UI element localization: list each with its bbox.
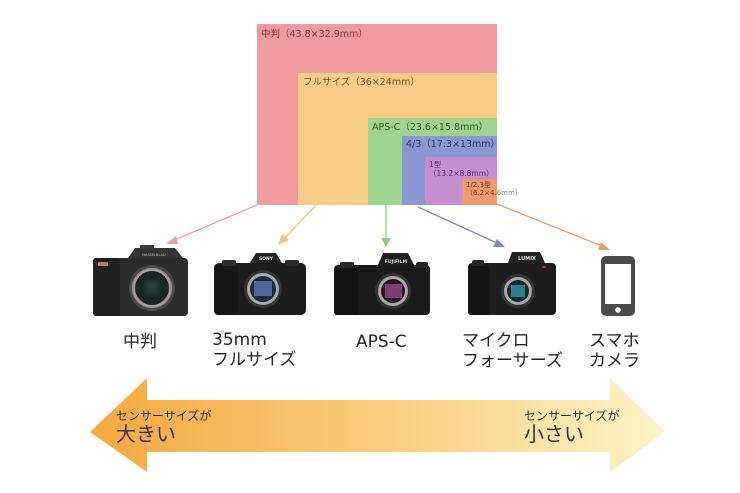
sensor-label-one-inch: 1型 （13.2×8.8mm）: [429, 160, 494, 178]
scale-label-large: センサーサイズが 大きい: [116, 409, 211, 445]
camera-label-apsc: APS-C: [356, 332, 407, 352]
pointer-arrow-smartphone: [496, 203, 610, 250]
brand-fujifilm: FUJIFILM: [385, 259, 408, 265]
sensor-label-one-inch-dims: （13.2×8.8mm）: [429, 169, 494, 178]
pointer-arrow-apsc: [381, 205, 391, 247]
svg-text:HASSELBLAD: HASSELBLAD: [142, 253, 165, 257]
pointer-arrow-four-thirds: [417, 206, 505, 247]
camera-label-full-frame-line1: 35mm: [212, 330, 267, 350]
apsc-camera-icon: FUJIFILM: [334, 253, 430, 315]
brand-lumix: LUMIX: [518, 256, 536, 262]
scale-label-large-caption: センサーサイズが: [116, 409, 212, 423]
scale-label-small: センサーサイズが 小さい: [524, 409, 619, 445]
sensor-label-1-2-3-inch: 1/2.3型 （6.2×4.6mm）: [466, 181, 522, 197]
camera-label-phone-line2: カメラ: [589, 351, 640, 371]
full-frame-camera-icon: SONY: [214, 253, 306, 315]
medium-format-camera-icon: HASSELBLAD: [93, 245, 188, 316]
brand-sony: SONY: [259, 256, 274, 262]
pointer-arrow-full-frame: [278, 204, 317, 245]
camera-label-medium-format-line1: 中判: [123, 332, 157, 352]
sensor-label-four-thirds: 4/3（17.3×13mm）: [406, 139, 500, 150]
micro-four-thirds-camera-icon: LUMIX: [468, 252, 556, 315]
camera-label-medium-format: 中判: [123, 332, 157, 352]
sensor-label-1-2-3-type: 1/2.3型: [466, 181, 491, 189]
sensor-label-medium-format: 中判（43.8×32.9mm）: [261, 29, 368, 40]
scale-label-small-value: 小さい: [524, 422, 584, 446]
camera-label-micro-four-thirds: マイクロ フォーサーズ: [462, 331, 563, 371]
camera-label-m43-line2: フォーサーズ: [462, 351, 563, 371]
sensor-label-1-2-3-dims: （6.2×4.: [466, 189, 497, 197]
pointer-arrow-medium: [166, 204, 258, 244]
sensor-label-full-frame: フルサイズ（36×24mm）: [303, 77, 420, 88]
sensor-label-one-inch-type: 1型: [429, 160, 442, 169]
sensor-label-apsc: APS-C（23.6×15.8mm）: [372, 122, 489, 133]
scale-label-small-caption: センサーサイズが: [524, 409, 620, 423]
camera-label-m43-line1: マイクロ: [462, 331, 530, 351]
sensor-label-1-2-3-dims-overflow: 6mm）: [496, 189, 522, 197]
camera-label-phone-line1: スマホ: [589, 331, 640, 351]
sensor-rect-1-2-3-inch: 1/2.3型 （6.2×4.6mm）: [463, 179, 522, 205]
sensor-size-scale-arrow: [90, 378, 665, 472]
camera-label-full-frame-line2: フルサイズ: [212, 350, 297, 370]
camera-label-smartphone: スマホ カメラ: [589, 331, 640, 371]
camera-label-full-frame: 35mm フルサイズ: [212, 330, 297, 370]
scale-label-large-value: 大きい: [116, 422, 176, 446]
camera-label-apsc-line1: APS-C: [356, 332, 407, 352]
smartphone-icon: [601, 256, 635, 316]
